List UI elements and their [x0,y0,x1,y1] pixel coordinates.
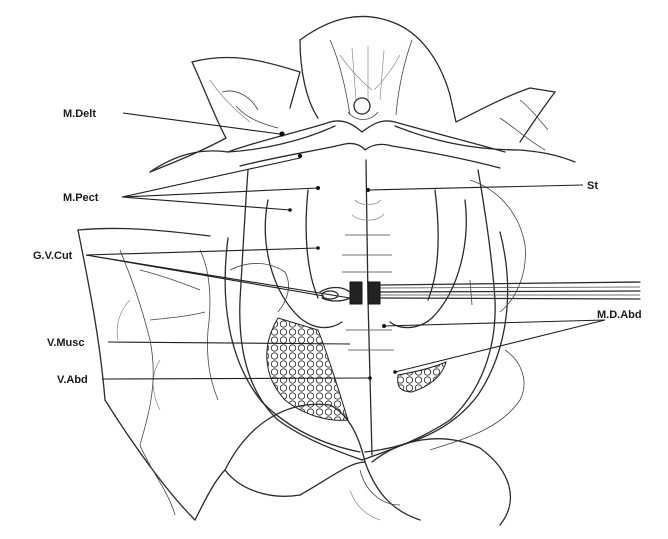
head-region [300,16,456,122]
label-m-pect: M.Pect [63,192,99,204]
left-arm-flap [150,57,335,172]
label-st: St [587,180,598,192]
body-outline [225,170,525,460]
label-m-d-abd: M.D.Abd [597,309,642,321]
label-v-abd: V.Abd [57,374,88,386]
label-m-delt: M.Delt [63,108,96,120]
fat-bodies [267,318,446,420]
label-v-musc: V.Musc [47,337,85,349]
incision-probes [320,280,640,305]
rectus-straps [265,190,466,328]
midline [342,160,394,455]
leader-lines [86,113,605,380]
label-g-v-cut: G.V.Cut [33,250,73,262]
